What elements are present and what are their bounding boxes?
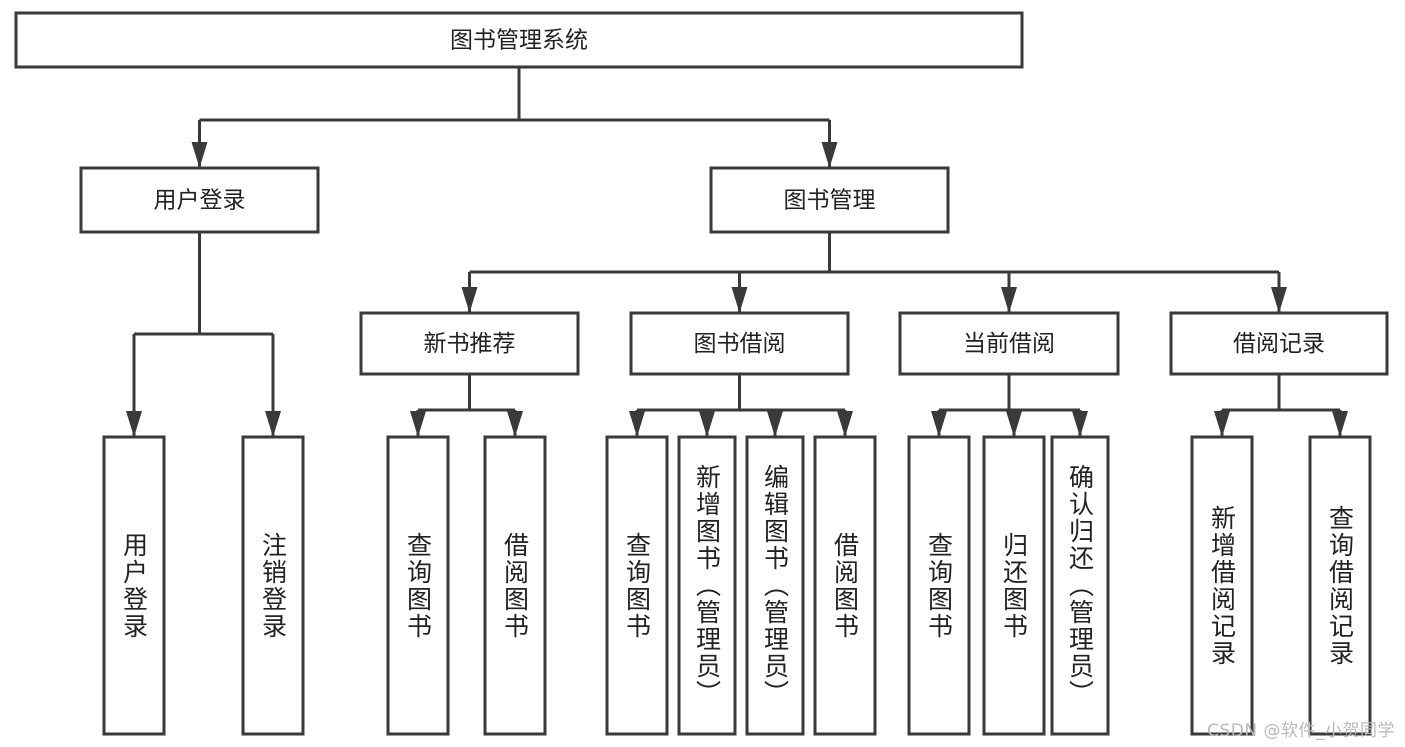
arrow-head-icon-leaf-borrow-book-2 — [837, 411, 853, 437]
node-boxes — [14, 11, 1389, 736]
arrow-head-icon-leaf-edit-book — [767, 411, 783, 437]
leaf-box-leaf-add-book[interactable] — [677, 435, 737, 736]
arrow-head-icon-user-login — [191, 142, 208, 168]
arrow-head-icon-leaf-query-record — [1332, 411, 1348, 437]
leaf-box-leaf-confirm-return[interactable] — [1050, 435, 1110, 736]
leaf-box-leaf-add-record[interactable] — [1190, 435, 1254, 736]
arrow-head-icon-leaf-return-book — [1006, 411, 1022, 437]
node-current-borrow-label: 当前借阅 — [963, 331, 1055, 357]
arrow-head-icon-book-manage — [821, 142, 838, 168]
node-book-manage-label: 图书管理 — [784, 188, 876, 214]
connector-lines — [126, 67, 1348, 437]
node-box-new-book-rec[interactable] — [359, 311, 580, 376]
arrow-head-icon-leaf-confirm-return — [1072, 411, 1088, 437]
node-root-label: 图书管理系统 — [450, 28, 588, 54]
arrow-head-icon-leaf-query-book-3 — [931, 411, 947, 437]
leaf-box-leaf-query-record[interactable] — [1308, 435, 1372, 736]
node-user-login-label: 用户登录 — [154, 188, 246, 214]
node-book-borrow-label: 图书借阅 — [694, 331, 786, 357]
arrow-head-icon-leaf-add-record — [1214, 411, 1230, 437]
arrow-head-icon-leaf-query-book-1 — [410, 411, 426, 437]
arrow-head-icon-current-borrow — [1001, 287, 1017, 313]
leaf-box-leaf-query-book-2[interactable] — [605, 435, 669, 736]
arrow-head-icon-borrow-record — [1271, 287, 1287, 313]
leaf-box-leaf-query-book-3[interactable] — [907, 435, 971, 736]
arrow-head-icon-leaf-logout — [265, 411, 281, 437]
node-box-user-login[interactable] — [79, 166, 320, 234]
arrow-head-icon-leaf-query-book-2 — [629, 411, 645, 437]
arrow-head-icon-leaf-borrow-book-1 — [507, 411, 523, 437]
arrow-head-icon-leaf-add-book — [699, 411, 715, 437]
leaf-box-leaf-return-book[interactable] — [982, 435, 1046, 736]
arrow-head-icon-leaf-user-login — [126, 411, 142, 437]
node-box-book-borrow[interactable] — [629, 311, 850, 376]
leaf-box-leaf-borrow-book-2[interactable] — [813, 435, 877, 736]
leaf-box-leaf-borrow-book-1[interactable] — [483, 435, 547, 736]
leaf-box-leaf-query-book-1[interactable] — [386, 435, 450, 736]
node-box-book-manage[interactable] — [709, 166, 950, 234]
leaf-box-leaf-user-login[interactable] — [102, 435, 166, 736]
leaf-box-leaf-logout[interactable] — [241, 435, 305, 736]
node-box-current-borrow[interactable] — [898, 311, 1120, 376]
arrow-head-icon-book-borrow — [731, 287, 748, 313]
node-borrow-record-label: 借阅记录 — [1233, 331, 1325, 357]
node-new-book-rec-label: 新书推荐 — [424, 331, 516, 357]
csdn-watermark: CSDN @软件_小贺同学 — [1207, 721, 1395, 741]
node-box-root[interactable] — [14, 11, 1024, 69]
leaf-box-leaf-edit-book[interactable] — [745, 435, 805, 736]
node-box-borrow-record[interactable] — [1169, 311, 1389, 376]
arrow-head-icon-new-book-rec — [461, 287, 478, 313]
